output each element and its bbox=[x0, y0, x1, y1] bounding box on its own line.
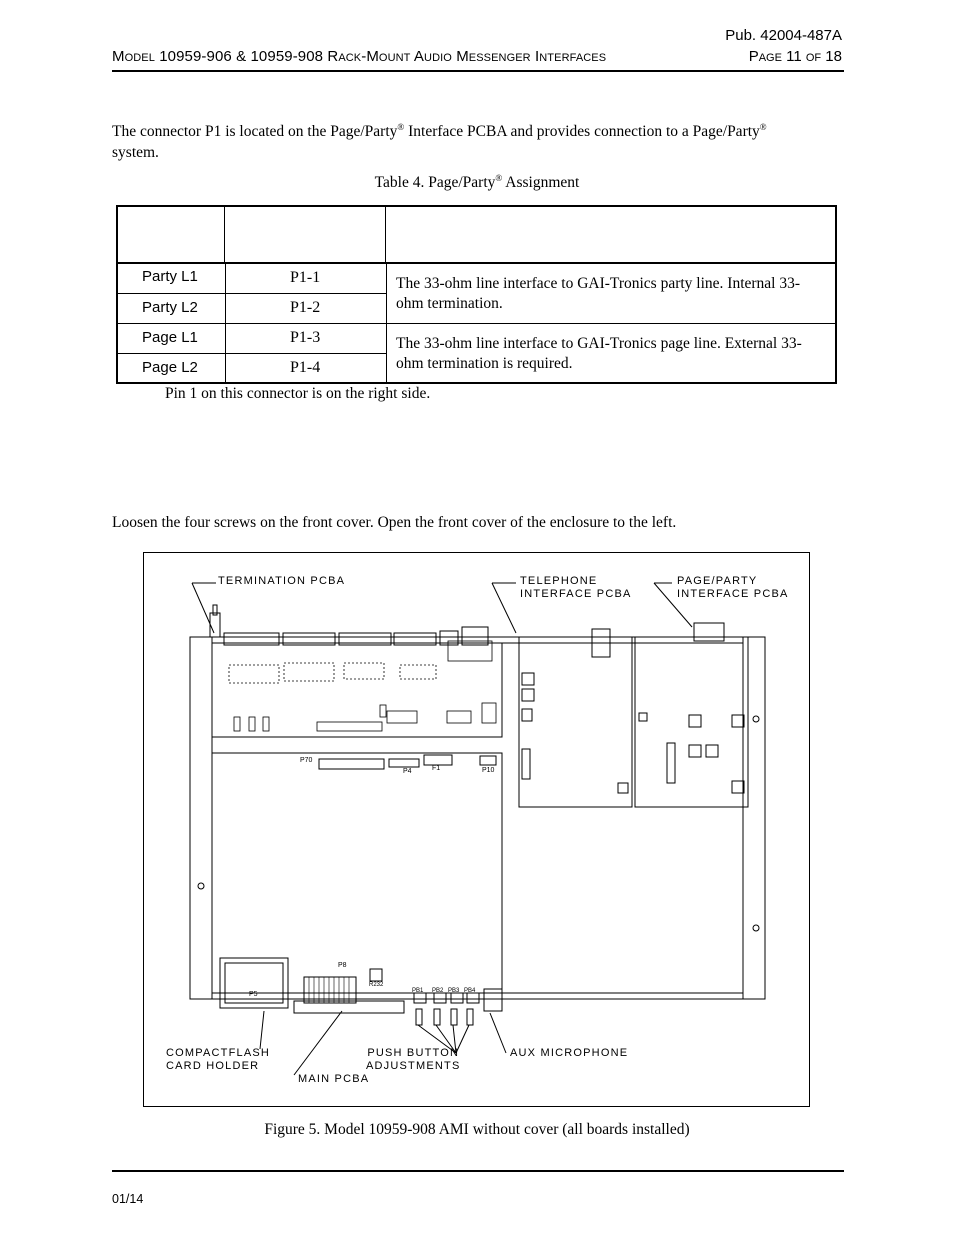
connector-block bbox=[393, 632, 437, 646]
instruction-text: Loosen the four screws on the front cove… bbox=[112, 514, 677, 531]
termination-pcba bbox=[211, 642, 503, 738]
r232-pot bbox=[369, 968, 383, 982]
pb1-button bbox=[413, 992, 427, 1004]
board-label: F1 bbox=[432, 765, 441, 772]
table-pin: P1-4 bbox=[290, 359, 321, 376]
enclosure-outline bbox=[189, 636, 766, 1000]
table-pin: P1-2 bbox=[290, 299, 321, 316]
table-description: The 33-ohm line interface to GAI-Tronics… bbox=[396, 275, 801, 312]
pb3-button bbox=[450, 992, 464, 1004]
telephone-interface-pcba bbox=[518, 636, 633, 808]
connector-block bbox=[282, 632, 336, 646]
row-divider bbox=[118, 323, 835, 324]
table-signal: Page L1 bbox=[142, 329, 198, 346]
publication-number: Pub. 42004-487A bbox=[725, 27, 842, 44]
connector-p1 bbox=[693, 622, 725, 642]
connector-block bbox=[223, 632, 280, 646]
header-cell-signal bbox=[118, 207, 225, 262]
board-label: P70 bbox=[300, 757, 313, 764]
table-description: The 33-ohm line interface to GAI-Tronics… bbox=[396, 335, 802, 372]
board-label: P5 bbox=[249, 991, 258, 998]
footer-date: 01/14 bbox=[112, 1192, 144, 1206]
heatsink bbox=[303, 976, 357, 1004]
rail-screw bbox=[752, 715, 760, 723]
header-separator bbox=[118, 262, 835, 264]
label-main-pcba: MAIN PCBA bbox=[298, 1073, 370, 1085]
board-label: P4 bbox=[403, 768, 412, 775]
board-label: R232 bbox=[369, 982, 384, 988]
right-rail bbox=[742, 636, 766, 1000]
board-label: PB1 bbox=[412, 988, 424, 994]
connector-block bbox=[338, 632, 392, 646]
table-signal: Party L2 bbox=[142, 299, 198, 316]
main-pcba bbox=[211, 752, 503, 994]
header-cell-pin bbox=[225, 207, 386, 262]
table-pin: P1-3 bbox=[290, 329, 321, 346]
pb2-button bbox=[433, 992, 447, 1004]
aux-mic-jack bbox=[483, 988, 503, 1012]
left-rail bbox=[189, 636, 213, 1000]
intro-paragraph: The connector P1 is located on the Page/… bbox=[112, 122, 767, 162]
enclosure-drawing bbox=[189, 582, 766, 1076]
connector-p70 bbox=[318, 758, 385, 770]
header-cell-description bbox=[386, 207, 835, 262]
figure-caption: Figure 5. Model 10959-908 AMI without co… bbox=[264, 1121, 690, 1138]
label-termination-pcba: TERMINATION PCBA bbox=[218, 575, 346, 587]
document-title: Model 10959-906 & 10959-908 Rack-Mount A… bbox=[112, 48, 607, 65]
pb4-button bbox=[466, 992, 480, 1004]
assignment-table: Party L1 P1-1 Party L2 P1-2 Page L1 P1-3… bbox=[116, 205, 837, 384]
table-signal: Party L1 bbox=[142, 268, 198, 285]
board-label: PB3 bbox=[448, 988, 460, 994]
page-party-interface-pcba bbox=[634, 636, 749, 808]
rail-screw bbox=[197, 882, 205, 890]
table-signal: Page L2 bbox=[142, 359, 198, 376]
header-rule bbox=[112, 70, 844, 72]
page-number: Page 11 of 18 bbox=[748, 48, 842, 65]
pin-note: Pin 1 on this connector is on the right … bbox=[165, 385, 431, 402]
row-divider bbox=[118, 353, 386, 354]
row-divider bbox=[118, 293, 386, 294]
board-label: P10 bbox=[482, 767, 495, 774]
table-pin: P1-1 bbox=[290, 269, 321, 286]
rail-screw bbox=[752, 924, 760, 932]
label-aux-microphone: AUX MICROPHONE bbox=[510, 1047, 629, 1059]
compactflash-holder bbox=[219, 957, 289, 1009]
board-label: PB4 bbox=[464, 988, 476, 994]
board-label: PB2 bbox=[432, 988, 444, 994]
footer-rule bbox=[112, 1170, 844, 1172]
table-caption: Table 4. Page/Party® Assignment bbox=[374, 173, 580, 192]
board-label: P8 bbox=[338, 962, 347, 969]
